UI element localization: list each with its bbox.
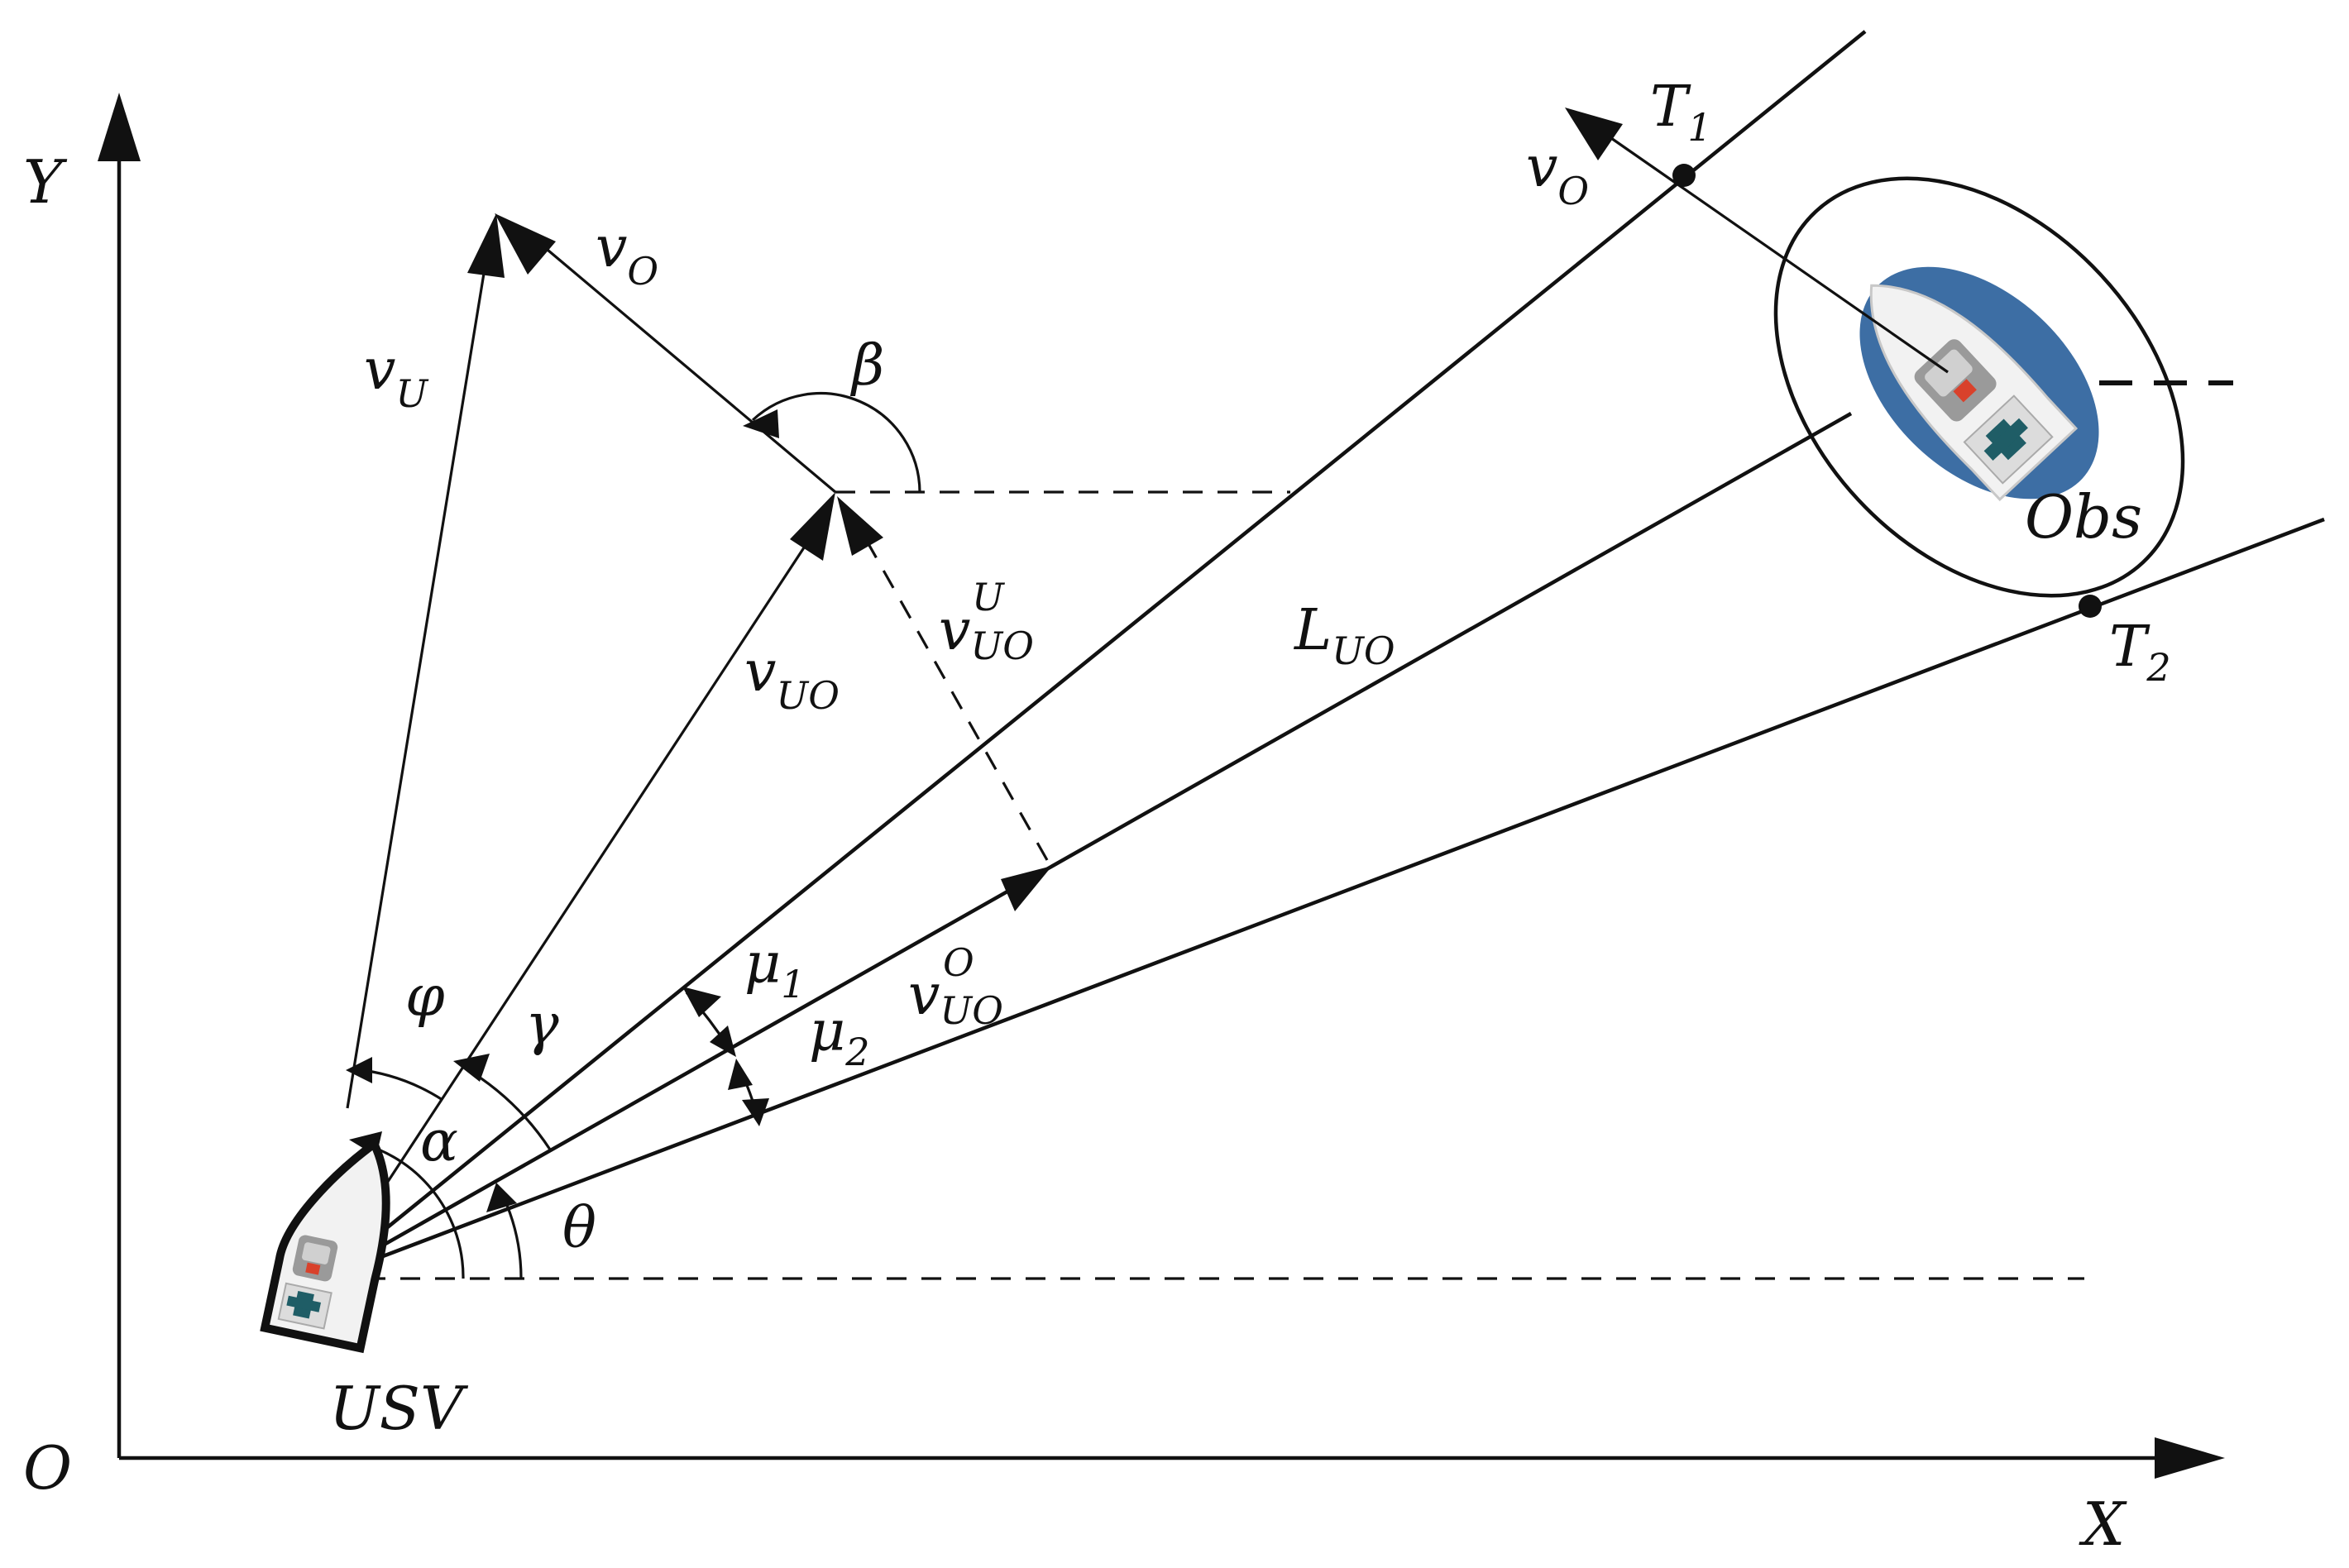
vuo-o-arrowhead <box>1001 866 1052 911</box>
vuo-u-label: vUO <box>939 598 1034 668</box>
mu2-label: μ2 <box>809 999 869 1074</box>
reference-lines <box>331 380 2233 1280</box>
obstacle-boat-icon <box>1869 284 2079 502</box>
obstacle-zone <box>1773 176 2185 598</box>
vu-label: vU <box>364 337 429 416</box>
vector-vu <box>346 247 490 1109</box>
los-line-luo <box>323 412 1853 1280</box>
vuo-o-label: vUO <box>908 963 1003 1033</box>
vuo-u-superscript: U <box>972 575 1006 619</box>
t1-label: T1 <box>1650 74 1712 150</box>
vector-vuo <box>323 537 812 1279</box>
velocity-vectors <box>323 108 1949 1279</box>
phi-label: φ <box>405 964 445 1030</box>
x-axis-label: X <box>2079 1489 2127 1559</box>
coordinate-axes <box>98 93 2225 1479</box>
tangent-line-t1 <box>323 30 1867 1280</box>
vuo-label: vUO <box>744 639 840 718</box>
angle-alpha-arc <box>361 1142 465 1279</box>
alpha-label: α <box>420 1109 458 1174</box>
theta-label: θ <box>562 1196 596 1261</box>
tangent-point-t2 <box>2079 595 2102 618</box>
usv-label: USV <box>329 1374 469 1443</box>
vuo-o-superscript: O <box>943 940 974 985</box>
origin-label: O <box>23 1433 72 1503</box>
labels: Y X O USV Obs vU vO vO vUO vUO U vUO O L… <box>23 74 2171 1559</box>
safety-ellipse <box>1773 176 2185 598</box>
gamma-label: γ <box>525 992 559 1058</box>
collision-cone <box>323 30 2325 1281</box>
obs-label: Obs <box>2025 482 2142 552</box>
luo-label: LUO <box>1293 598 1395 673</box>
vo-left-label: vO <box>596 215 658 294</box>
t2-label: T2 <box>2109 614 2171 690</box>
y-axis-label: Y <box>23 147 68 217</box>
beta-label: β <box>849 333 884 399</box>
angle-arcs <box>346 392 921 1279</box>
vector-vo-right <box>1600 129 1949 374</box>
tangent-point-t1 <box>1672 164 1696 187</box>
tangent-line-t2 <box>323 517 2325 1281</box>
angle-beta-arc <box>751 392 921 493</box>
tangent-points <box>1672 164 2102 618</box>
usv-boat-icon <box>260 1137 390 1354</box>
vector-vuo-u <box>859 528 1049 861</box>
vo-right-label: vO <box>1526 135 1589 213</box>
mu1-label: μ1 <box>744 931 805 1006</box>
vector-vo-left <box>536 240 837 494</box>
